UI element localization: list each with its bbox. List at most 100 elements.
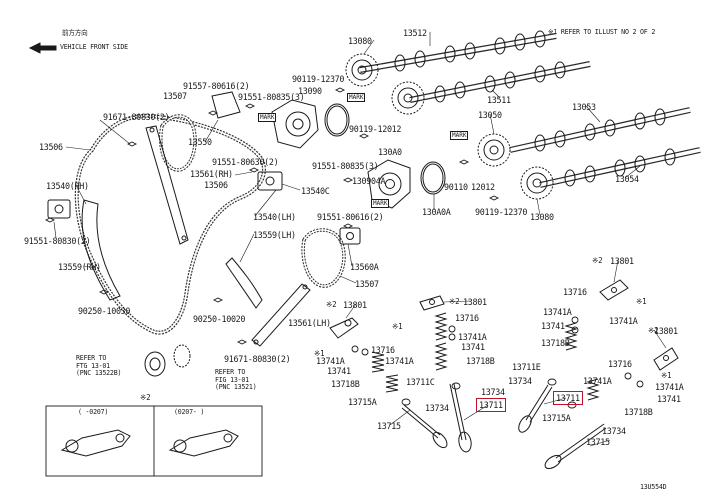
part-label-13741A_m2[interactable]: 13741A: [385, 356, 414, 366]
footnote-marker-s9: ※2: [140, 393, 151, 402]
part-label-13741A_r2[interactable]: 13741A: [609, 316, 638, 326]
chain-tensioner-13560A: [339, 227, 361, 245]
part-label-13090[interactable]: 13090: [298, 86, 322, 96]
part-label-13540_rh[interactable]: 13540(RH): [46, 181, 89, 191]
part-label-13734_r2[interactable]: 13734: [602, 426, 626, 436]
part-label-13716_left[interactable]: 13716: [371, 345, 395, 355]
part-label-13715_left[interactable]: 13715: [377, 421, 401, 431]
valve-spring-left: [371, 351, 399, 393]
part-label-13734_mid[interactable]: 13734: [481, 387, 505, 397]
part-label-13718B_mid[interactable]: 13718B: [466, 356, 495, 366]
part-label-13716_r2[interactable]: 13716: [608, 359, 632, 369]
mark-callout-mark2: MARK: [258, 113, 277, 122]
part-label-13801_left[interactable]: 13801: [343, 300, 367, 310]
camshaft-intake-rh: [359, 30, 557, 73]
part-label-13053[interactable]: 13053: [572, 102, 596, 112]
refer-note-line: REFER TO: [76, 354, 107, 362]
part-label-90110[interactable]: 90110: [444, 182, 468, 192]
part-label-13512[interactable]: 13512: [403, 28, 427, 38]
part-label-13507_top[interactable]: 13507: [163, 91, 187, 101]
part-label-13506_mid[interactable]: 13506: [204, 180, 228, 190]
chain-guide-13561-lh: [251, 283, 311, 347]
part-label-91551_80630[interactable]: 91551-80630(2): [212, 157, 279, 167]
part-label-91551_80835_top[interactable]: 91551-80835(3): [238, 92, 305, 102]
part-label-90119_12370_top[interactable]: 90119-12370: [292, 74, 345, 84]
part-label-13711C[interactable]: 13711C: [406, 377, 435, 387]
part-label-91671_80830_bot[interactable]: 91671-80830(2): [224, 354, 291, 364]
part-label-13540C[interactable]: 13540C: [301, 186, 330, 196]
part-label-90119_12370_bot[interactable]: 90119-12370: [475, 207, 528, 217]
part-label-13801_r1[interactable]: 13801: [610, 256, 634, 266]
bolt-icons: [44, 87, 500, 345]
part-label-13711E_r[interactable]: 13711E: [512, 362, 541, 372]
part-label-13801_r2[interactable]: 13801: [654, 326, 678, 336]
part-label-13716_mid[interactable]: 13716: [455, 313, 479, 323]
part-label-91551_80616[interactable]: 91551-80616(2): [317, 212, 384, 222]
footnote-marker-s6: ※2: [592, 256, 603, 265]
part-label-13506_left[interactable]: 13506: [39, 142, 63, 152]
part-label-13741_left[interactable]: 13741: [327, 366, 351, 376]
footnote-marker-s5: ※1: [636, 297, 647, 306]
part-label-13054[interactable]: 13054: [615, 174, 639, 184]
part-label-13734_r1[interactable]: 13734: [508, 376, 532, 386]
part-label-13715A_r[interactable]: 13715A: [542, 413, 571, 423]
part-label-13050[interactable]: 13050: [478, 110, 502, 120]
cam-sprocket-13080-top: [345, 53, 379, 87]
rocker-arm-inset: [45, 405, 263, 477]
part-label-13741A_r3[interactable]: 13741A: [583, 376, 612, 386]
timing-chain-13506: [74, 113, 266, 335]
part-label-91551_80830[interactable]: 91551-80830(2): [24, 236, 91, 246]
part-label-13741A_left[interactable]: 13741A: [316, 356, 345, 366]
timing-chain-13507: [159, 114, 197, 172]
part-label-13715A_left[interactable]: 13715A: [348, 397, 377, 407]
part-label-13741A_m1[interactable]: 13741A: [458, 332, 487, 342]
part-label-13559_lh[interactable]: 13559(LH): [253, 230, 296, 240]
part-label-13561_rh[interactable]: 13561(RH): [190, 169, 233, 179]
part-label-13718B_r2[interactable]: 13718B: [624, 407, 653, 417]
part-label-13801_mid[interactable]: 13801: [463, 297, 487, 307]
part-label-13715_r[interactable]: 13715: [586, 437, 610, 447]
rocker-arm-13801-left: [329, 317, 359, 339]
part-label-90119_12012_top[interactable]: 90119-12012: [349, 124, 402, 134]
part-label-90250_10030[interactable]: 90250-10030: [78, 306, 131, 316]
part-label-13561_lh[interactable]: 13561(LH): [288, 318, 331, 328]
part-label-13734_left[interactable]: 13734: [425, 403, 449, 413]
part-label-13741A_r1[interactable]: 13741A: [543, 307, 572, 317]
highlighted-part-hl_13711_b[interactable]: 13711: [553, 391, 583, 406]
mark-callout-mark1: MARK: [347, 93, 366, 102]
part-label-130904A[interactable]: 130904A: [352, 176, 386, 186]
part-label-13560A[interactable]: 13560A: [350, 262, 379, 272]
part-label-13741_m1[interactable]: 13741: [461, 342, 485, 352]
part-label-13741_r2[interactable]: 13741: [657, 394, 681, 404]
chain-tensioner-13540-lh: [257, 171, 283, 191]
chain-guide-13561-rh: [145, 125, 189, 245]
part-label-12012[interactable]: 12012: [471, 182, 495, 192]
part-label-91557_80616[interactable]: 91557-80616(2): [183, 81, 250, 91]
cam-sprocket-13050-lh: [477, 133, 511, 167]
footnote-marker-s2: ※1: [314, 349, 325, 358]
part-label-91671_80830_top[interactable]: 91671-80830(2): [103, 112, 170, 122]
part-label-13507_bot[interactable]: 13507: [355, 279, 379, 289]
part-label-13080_bot[interactable]: 13080: [530, 212, 554, 222]
valve-spring-mid: [434, 312, 448, 371]
part-label-13718B_left[interactable]: 13718B: [331, 379, 360, 389]
refer-note-line: (PNC 13522B): [76, 369, 122, 378]
part-label-130A0A[interactable]: 130A0A: [422, 207, 451, 217]
part-label-13540_lh[interactable]: 13540(LH): [253, 212, 296, 222]
part-label-13741A_r4[interactable]: 13741A: [655, 382, 684, 392]
part-label-130A0[interactable]: 130A0: [378, 147, 402, 157]
part-label-91551_80835_mid[interactable]: 91551-80835(3): [312, 161, 379, 171]
part-label-13511[interactable]: 13511: [487, 95, 511, 105]
part-label-13716_r1[interactable]: 13716: [563, 287, 587, 297]
part-label-13550[interactable]: 13550: [188, 137, 212, 147]
part-label-13559_rh[interactable]: 13559(RH): [58, 262, 101, 272]
part-label-13741_r1[interactable]: 13741: [541, 321, 565, 331]
part-label-13080_top[interactable]: 13080: [348, 36, 372, 46]
part-label-13718B_r[interactable]: 13718B: [541, 338, 570, 348]
highlighted-part-hl_13711_a[interactable]: 13711: [476, 398, 506, 413]
part-label-90250_10020[interactable]: 90250-10020: [193, 314, 246, 324]
